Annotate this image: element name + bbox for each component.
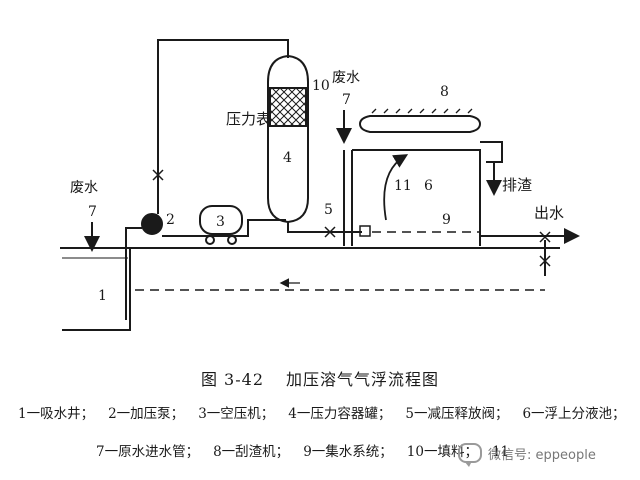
suction-pipe — [125, 227, 142, 320]
legend-item: 5一减压释放阀； — [405, 406, 509, 422]
label-2: 2 — [166, 212, 175, 228]
legend-row-2: 7一原水进水管；8一刮渣机；9一集水系统；10一填料；11 — [96, 440, 640, 460]
wechat-icon — [458, 443, 482, 467]
legend-item: 8一刮渣机； — [213, 444, 290, 460]
label-5: 5 — [324, 202, 333, 218]
legend-item: 7一原水进水管； — [96, 444, 200, 460]
legend-item: 2一加压泵； — [108, 406, 185, 422]
compressor-wheel-right — [227, 235, 237, 245]
watermark-text: 微信号: eppeople — [488, 447, 596, 463]
figure-caption: 图 3-42 加压溶气气浮流程图 — [0, 366, 640, 390]
label-slag-discharge: 排渣 — [502, 176, 532, 194]
label-outlet-water: 出水 — [534, 204, 564, 222]
flotation-tank — [351, 149, 481, 246]
legend-row-1: 1一吸水井； 2一加压泵； 3一空压机； 4一压力容器罐； 5一减压释放阀； 6一浮上分液… — [18, 402, 628, 422]
compressor-wheel-left — [205, 235, 215, 245]
figure-number: 图 3-42 — [200, 370, 265, 389]
skimmer-teeth — [371, 108, 473, 114]
pump-to-tank-line — [162, 219, 286, 237]
pressure-line — [157, 39, 289, 214]
label-1: 1 — [98, 288, 107, 304]
suction-well — [62, 248, 131, 331]
release-valve — [324, 226, 336, 238]
legend-item: 6一浮上分液池； — [522, 406, 626, 422]
label-7-left: 7 — [88, 204, 97, 220]
label-9: 9 — [442, 212, 451, 228]
pressure-tank — [267, 54, 309, 224]
air-compressor — [199, 205, 243, 235]
label-wastewater-left: 废水 — [70, 180, 98, 196]
label-8: 8 — [440, 84, 449, 100]
baffle-flow — [383, 154, 409, 221]
skimmer-belt — [358, 115, 482, 133]
label-pressure-gauge: 压力表 — [226, 110, 271, 128]
label-11: 11 — [394, 178, 412, 194]
label-wastewater-top: 废水 — [332, 70, 360, 86]
riser-valve — [152, 169, 164, 181]
release-line — [287, 222, 362, 233]
watermark: 微信号: eppeople — [458, 440, 596, 467]
legend-item: 1一吸水井； — [18, 406, 95, 422]
label-3: 3 — [216, 214, 225, 230]
legend-item: 11 — [491, 444, 510, 460]
pressure-pump — [141, 213, 163, 235]
legend-item: 3一空压机； — [198, 406, 275, 422]
legend-item: 9一集水系统； — [303, 444, 393, 460]
drain-valve — [539, 255, 551, 267]
release-nozzle — [359, 225, 371, 237]
legend-item: 4一压力容器罐； — [288, 406, 392, 422]
packing-layer — [269, 87, 307, 127]
label-10: 10 — [312, 78, 330, 94]
outlet-valve — [539, 231, 551, 243]
label-7-top: 7 — [342, 92, 351, 108]
figure-title: 加压溶气气浮流程图 — [286, 370, 440, 389]
label-4: 4 — [283, 150, 292, 166]
label-6: 6 — [424, 178, 433, 194]
slag-trough — [480, 141, 503, 163]
